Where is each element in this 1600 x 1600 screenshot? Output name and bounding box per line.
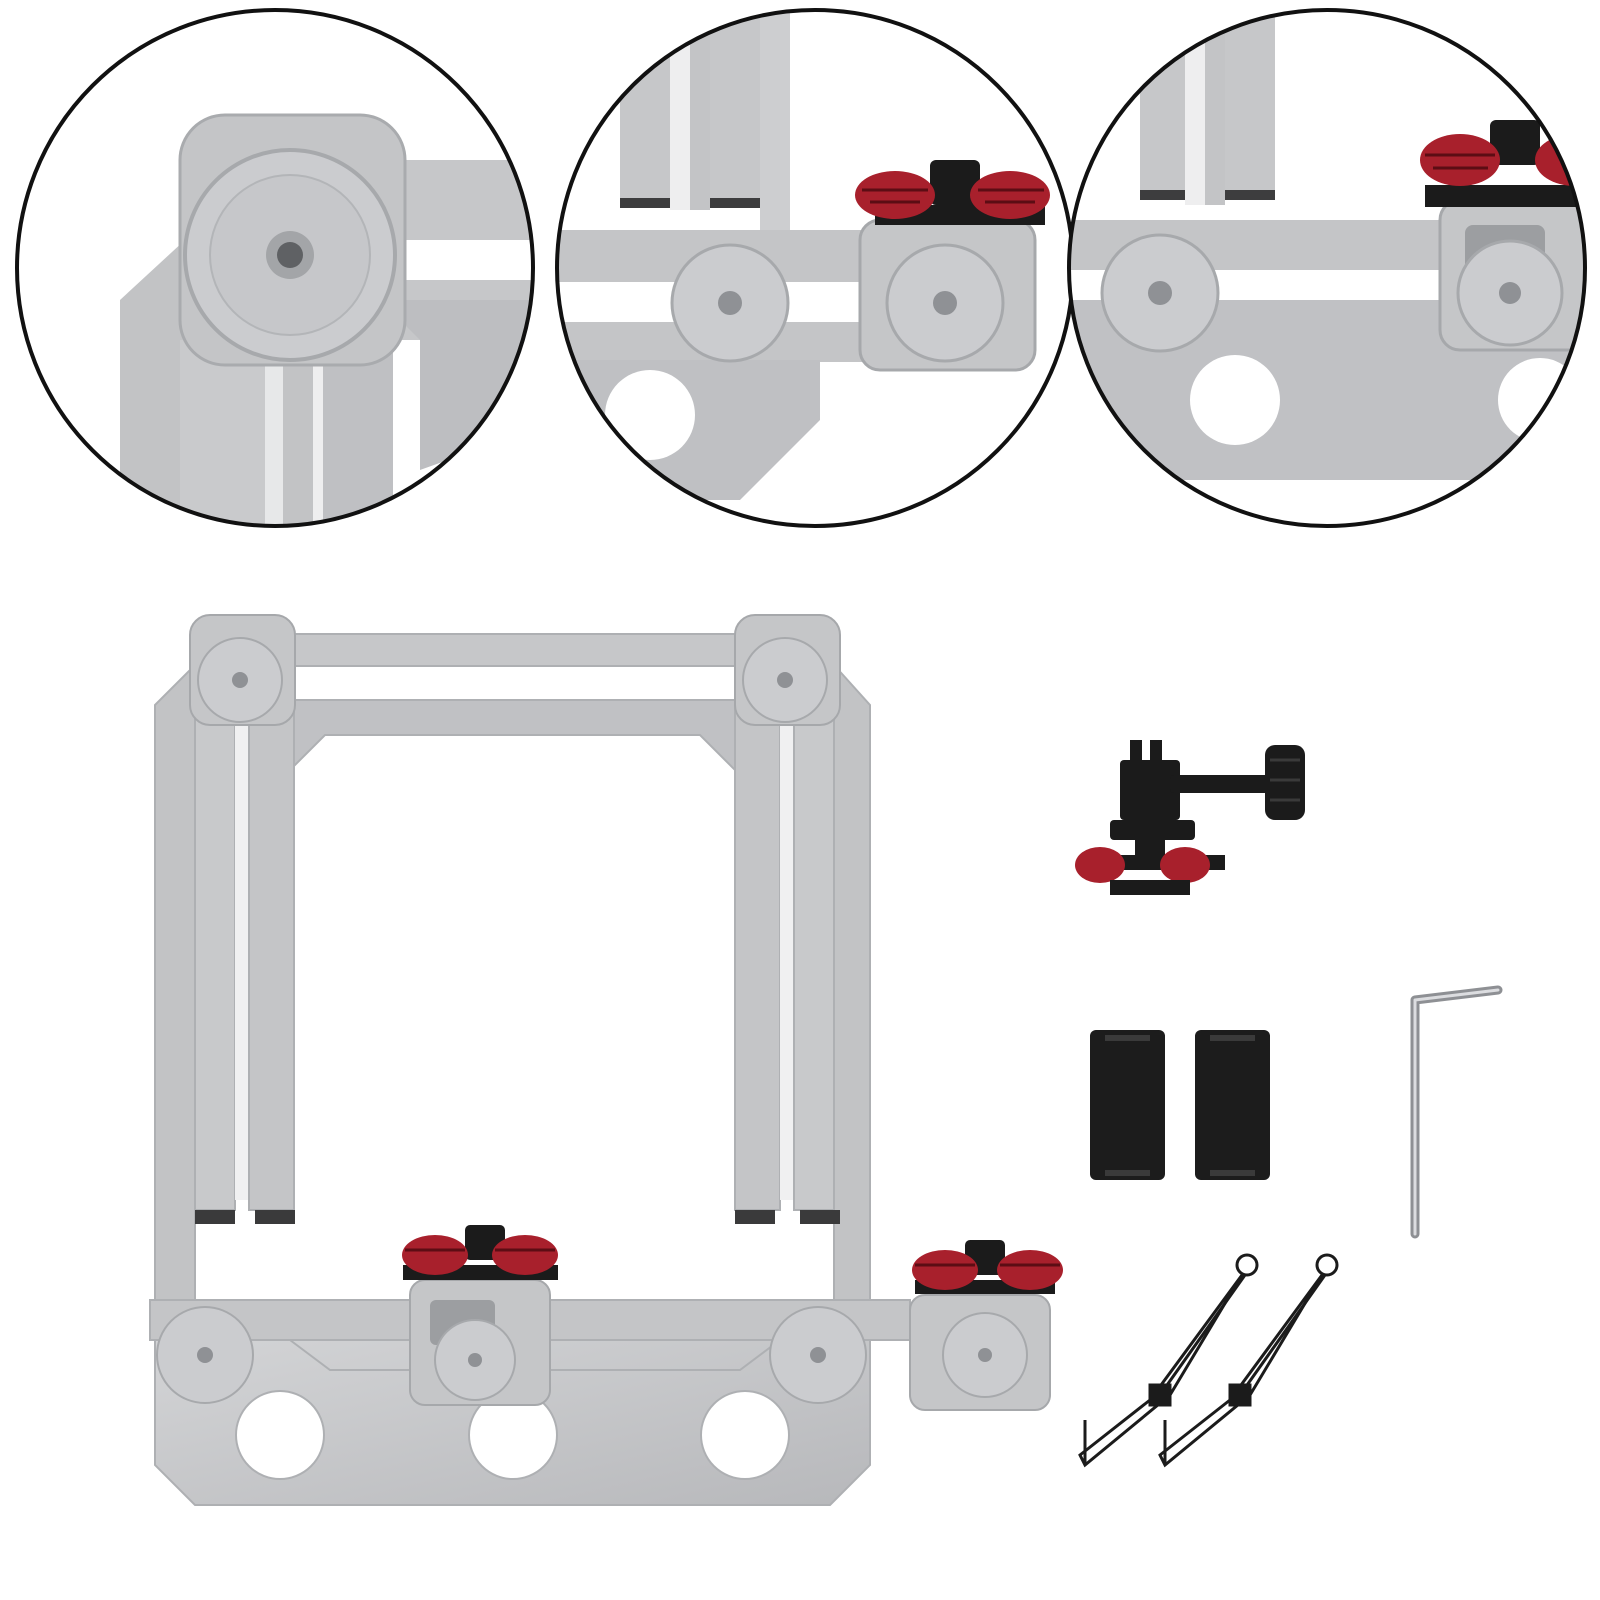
- center-clamp: [402, 1225, 558, 1406]
- corner-clamp: [909, 1240, 1063, 1411]
- detail-center-clamp-closeup: [1067, 8, 1587, 528]
- rubber-pads-pair: [1090, 1030, 1270, 1180]
- hex-allen-key: [1410, 985, 1503, 1239]
- folding-aluminum-frame: [149, 614, 1063, 1506]
- detail-corner-clamp-closeup: [555, 8, 1075, 528]
- action-camera-mount: [1075, 740, 1305, 895]
- detail-hinge-closeup: [15, 8, 535, 528]
- lanyard-hooks-pair: [1078, 1253, 1339, 1468]
